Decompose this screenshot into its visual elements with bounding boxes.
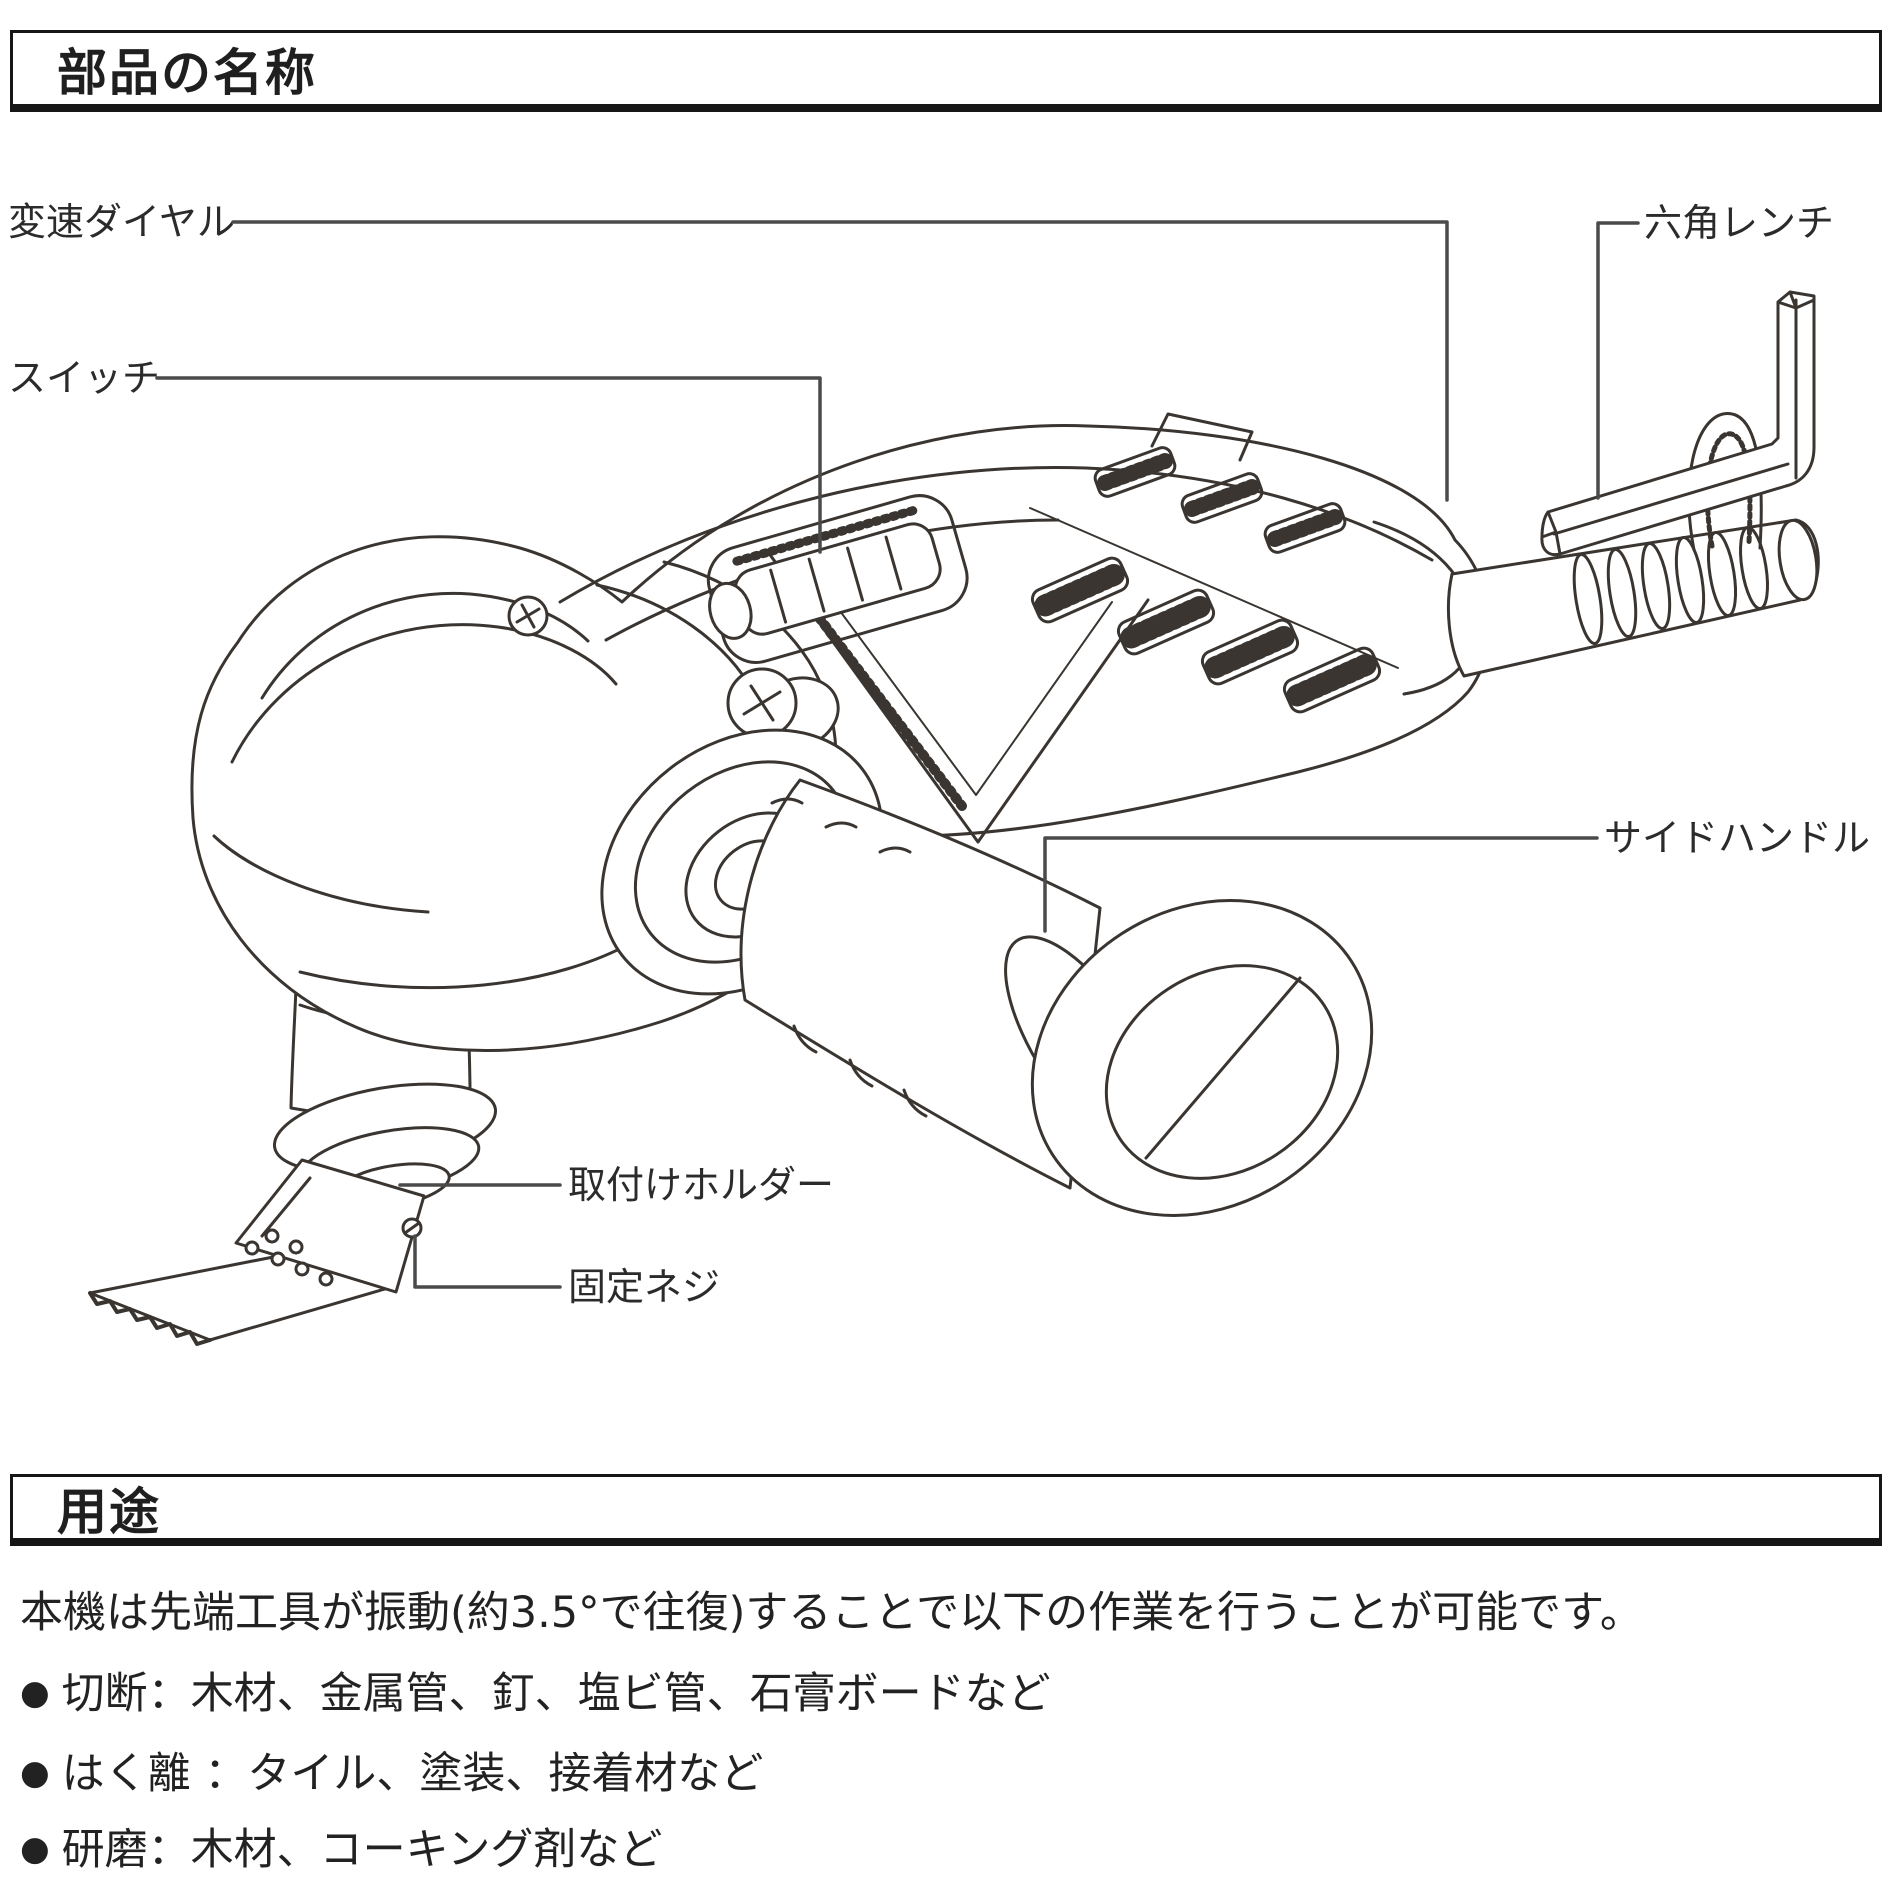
parts-section-title: 部品の名称 [57,43,317,102]
hex-wrench-drawing [1540,290,1816,557]
usage-section-header: 用途 [10,1474,1882,1546]
bullet-icon: ● [20,1753,50,1793]
leader-switch [155,376,822,554]
parts-section-header: 部品の名称 [10,30,1882,112]
usage-bullet-peeling-text: はく離 ：タイル、塗装、接着材など [61,1749,764,1799]
bullet-icon: ● [20,1673,50,1713]
leader-side-handle [1043,836,1599,933]
saw-blade [88,1158,426,1346]
usage-intro-text: 本機は先端工具が振動(約3.5°で往復)することで以下の作業を行うことが可能です… [20,1588,1643,1638]
usage-bullet-cutting: ● 切断：木材、金属管、釘、塩ビ管、石膏ボードなど [20,1668,1051,1719]
bullet-icon: ● [20,1829,50,1869]
part-label-mount-holder: 取付けホルダー [568,1163,835,1207]
part-label-switch: スイッチ [8,356,161,400]
leader-fixing-screw [413,1234,562,1289]
part-label-fixing-screw: 固定ネジ [568,1265,721,1309]
usage-bullet-sanding-text: 研磨：木材、コーキング剤など [61,1825,663,1875]
usage-bullet-cutting-text: 切断：木材、金属管、釘、塩ビ管、石膏ボードなど [61,1669,1051,1719]
usage-intro: 本機は先端工具が振動(約3.5°で往復)することで以下の作業を行うことが可能です… [20,1588,1643,1638]
side-handle-drawing [739,778,1374,1217]
leader-lines [155,220,1640,1289]
part-label-side-handle: サイドハンドル [1604,816,1871,860]
blade-teeth [88,1291,212,1346]
leader-speed-dial [231,220,1449,502]
vent-slots [1030,446,1382,714]
usage-section-title: 用途 [57,1482,161,1541]
part-label-hex-wrench: 六角レンチ [1644,201,1835,245]
usage-bullet-peeling: ● はく離 ：タイル、塗装、接着材など [20,1748,763,1799]
blade-adapter [234,1158,426,1294]
power-cord [1446,518,1820,678]
usage-bullet-sanding: ● 研磨：木材、コーキング剤など [20,1824,662,1875]
switch-slider [706,494,969,664]
leader-hex-wrench [1596,221,1640,500]
part-label-speed-dial: 変速ダイヤル [8,200,235,244]
parts-diagram [88,220,1820,1346]
